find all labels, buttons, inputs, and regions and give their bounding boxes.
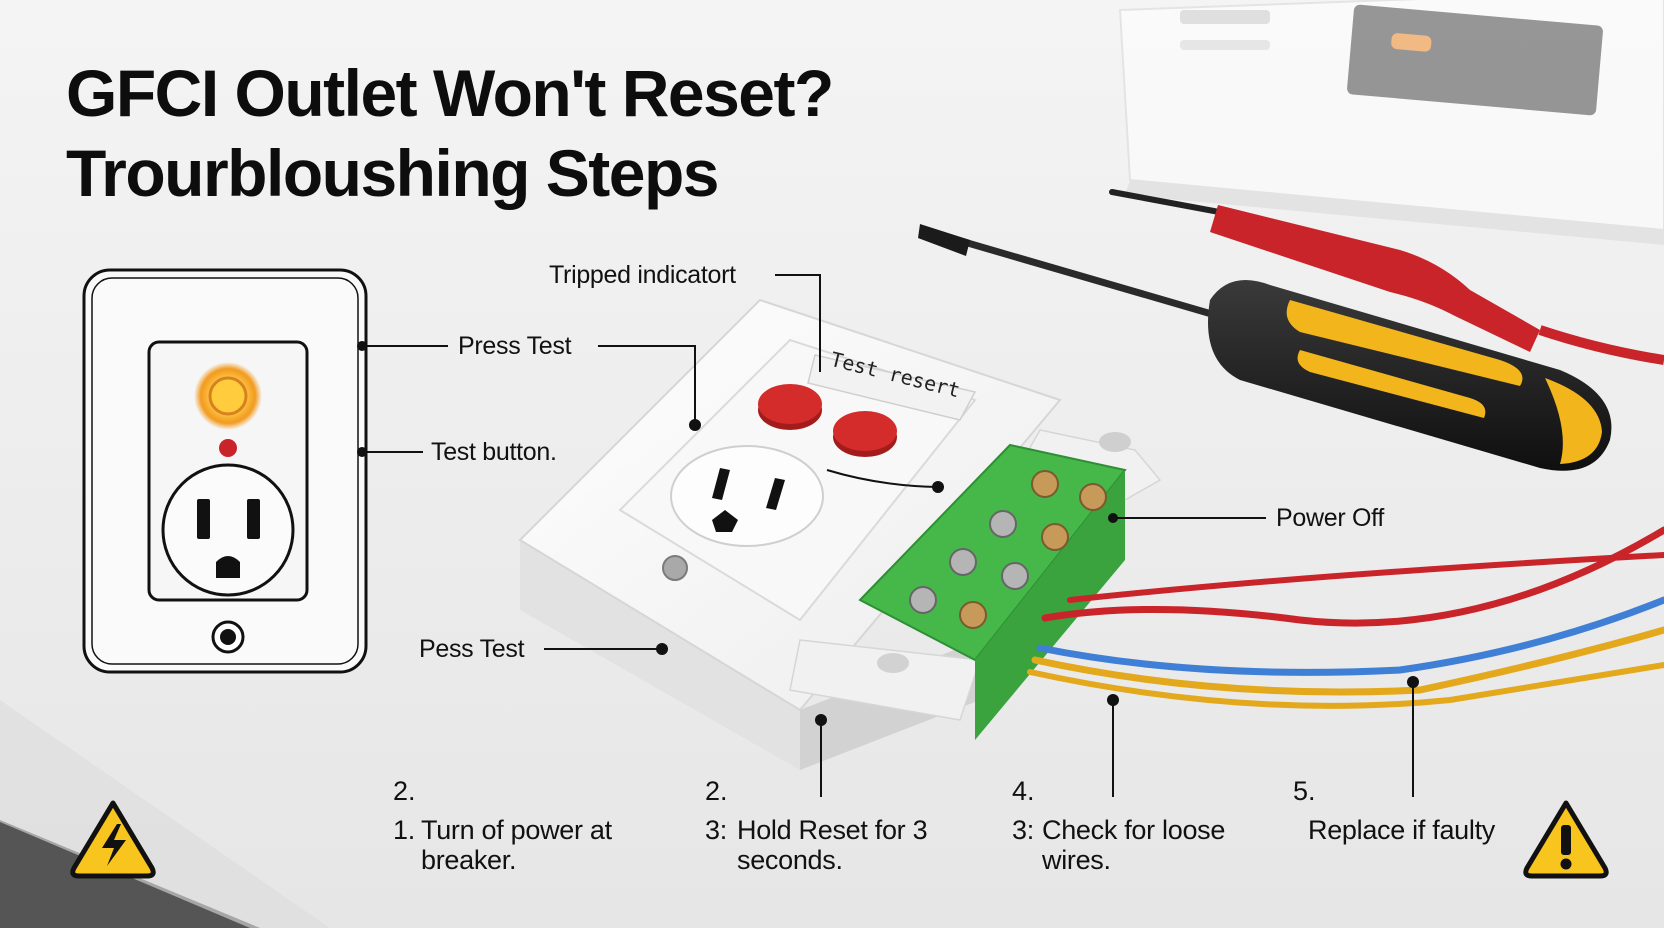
step-number: 2. (705, 776, 728, 806)
leader-button-device (826, 469, 939, 488)
step-number: 4. (1012, 776, 1035, 806)
step-prefix: 3: (705, 815, 727, 845)
step-text: 3: Check for loose wires. (1012, 815, 1252, 875)
page-title-line-1: GFCI Outlet Won't Reset? (66, 56, 834, 130)
red-test-probe (1109, 189, 1664, 365)
step-body: Hold Reset for 3 seconds. (737, 815, 928, 875)
callout-power-off: Power Off (1276, 504, 1384, 532)
wall-outlet-diagram (82, 268, 368, 674)
step-prefix: 1. (393, 815, 415, 845)
step-text: Replace if faulty (1308, 815, 1495, 846)
electric-hazard-icon (70, 800, 156, 879)
leader-tripped-indicator (775, 274, 821, 372)
background-tester-device (1118, 0, 1664, 245)
callout-test-button: Test button. (431, 438, 557, 466)
leader-press-test-top (598, 345, 696, 425)
warning-icon (1523, 800, 1609, 879)
leader-lines (362, 274, 1414, 797)
callout-press-test: Press Test (458, 332, 572, 360)
screwdriver (918, 224, 1612, 471)
callout-tripped-indicator: Tripped indicatort (549, 261, 736, 289)
step-body: Replace if faulty (1308, 815, 1495, 845)
step-number: 5. (1293, 776, 1316, 806)
leader-dots (357, 341, 1419, 726)
step-text: 3: Hold Reset for 3 seconds. (705, 815, 957, 875)
step-number: 2. (393, 776, 416, 806)
wires (1027, 526, 1664, 709)
step-prefix: 3: (1012, 815, 1034, 845)
callout-press-test-bottom: Pess Test (419, 635, 525, 663)
step-text: 1.Turn of power at breaker. (393, 815, 661, 875)
step-body: Check for loose wires. (1042, 815, 1226, 875)
gfci-device (518, 298, 1162, 770)
page-title-line-2: Trourbloushing Steps (66, 136, 720, 210)
terminal-screws (909, 470, 1107, 629)
step-body: Turn of power at breaker. (421, 815, 612, 875)
